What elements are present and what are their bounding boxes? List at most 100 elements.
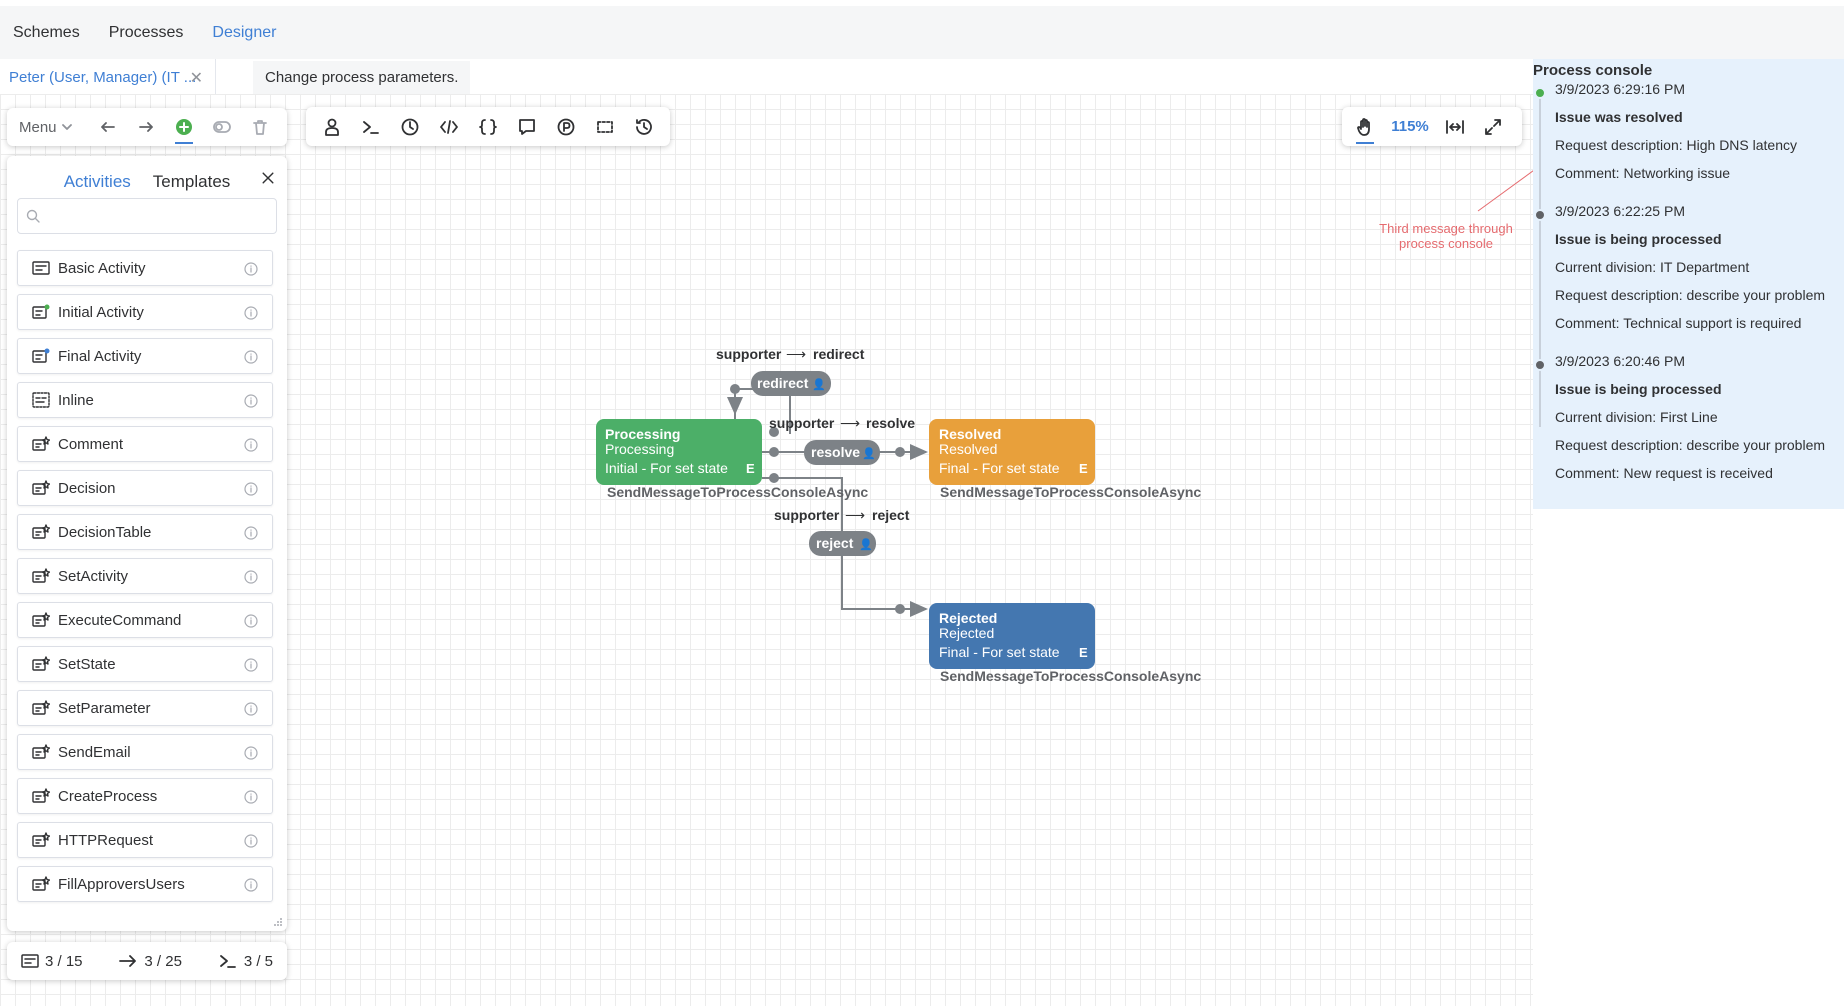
activity-item-createprocess[interactable]: CreateProcess <box>17 778 273 814</box>
timers-button[interactable] <box>391 108 429 146</box>
redo-icon <box>138 122 153 132</box>
activity-item-label: Comment <box>58 435 124 453</box>
activity-search <box>17 198 277 234</box>
actors-button[interactable] <box>313 108 351 146</box>
elements-toolbar <box>306 107 670 146</box>
undo-button[interactable] <box>89 108 127 146</box>
nav-processes[interactable]: Processes <box>108 23 184 41</box>
tab-templates[interactable]: Templates <box>152 172 231 191</box>
entry-line: Comment: Networking issue <box>1555 165 1731 181</box>
annotation-note: Third message through process console <box>1366 221 1526 251</box>
activity-item-label: CreateProcess <box>58 787 158 805</box>
localization-button[interactable] <box>508 108 546 146</box>
activity-item-httprequest[interactable]: HTTPRequest <box>17 822 273 858</box>
plugin-activity-icon <box>32 744 50 759</box>
plus-circle-icon <box>175 119 192 135</box>
entry-title: Issue is being processed <box>1555 231 1722 247</box>
entry-line: Request description: describe your probl… <box>1555 287 1826 303</box>
entry-title: Issue was resolved <box>1555 109 1683 125</box>
activity-item-label: SetActivity <box>58 567 129 585</box>
entry-line: Request description: High DNS latency <box>1555 137 1798 153</box>
status-dot <box>1534 87 1546 99</box>
info-icon[interactable] <box>244 878 258 892</box>
search-input[interactable] <box>44 199 274 233</box>
user-icon <box>324 118 339 136</box>
initial-activity-icon <box>32 304 50 319</box>
element-counters: 3 / 15 3 / 25 3 / 5 <box>7 942 287 980</box>
activity-item-final[interactable]: Final Activity <box>17 338 273 374</box>
entry-time: 3/9/2023 6:20:46 PM <box>1555 353 1685 369</box>
chevron-down-icon <box>61 124 72 130</box>
fit-width-icon <box>1446 119 1464 134</box>
info-icon[interactable] <box>244 526 258 540</box>
info-icon[interactable] <box>244 438 258 452</box>
activity-item-setparameter[interactable]: SetParameter <box>17 690 273 726</box>
activity-item-sendemail[interactable]: SendEmail <box>17 734 273 770</box>
info-icon[interactable] <box>244 570 258 584</box>
zoom-level[interactable]: 115% <box>1391 118 1429 135</box>
activity-item-setactivity[interactable]: SetActivity <box>17 558 273 594</box>
activity-item-initial[interactable]: Initial Activity <box>17 294 273 330</box>
pan-button[interactable] <box>1346 108 1384 146</box>
nav-designer[interactable]: Designer <box>212 23 277 41</box>
activity-item-setstate[interactable]: SetState <box>17 646 273 682</box>
tab-user[interactable]: Peter (User, Manager) (IT ... ✕ <box>0 59 216 95</box>
activity-item-decisiontable[interactable]: DecisionTable <box>17 514 273 550</box>
activity-item-fillapproversusers[interactable]: FillApproversUsers <box>17 866 273 902</box>
plugin-activity-icon <box>32 480 50 495</box>
activity-item-basic[interactable]: Basic Activity <box>17 250 273 286</box>
process-info-button[interactable] <box>547 108 585 146</box>
fullscreen-button[interactable] <box>1474 108 1512 146</box>
activity-item-label: ExecuteCommand <box>58 611 182 629</box>
close-panel-button[interactable] <box>257 167 279 189</box>
activity-item-comment[interactable]: Comment <box>17 426 273 462</box>
undo-icon <box>100 122 115 132</box>
delete-button[interactable] <box>241 108 279 146</box>
info-icon[interactable] <box>244 614 258 628</box>
info-icon[interactable] <box>244 834 258 848</box>
commands-button[interactable] <box>352 108 390 146</box>
info-icon[interactable] <box>244 746 258 760</box>
edit-toolbar: Menu <box>7 108 287 146</box>
info-icon[interactable] <box>244 306 258 320</box>
activity-item-inline[interactable]: Inline <box>17 382 273 418</box>
entry-line: Current division: First Line <box>1555 409 1718 425</box>
transitions-count: 3 / 25 <box>144 952 182 970</box>
redo-button[interactable] <box>127 108 165 146</box>
info-icon[interactable] <box>244 658 258 672</box>
plugin-activity-icon <box>32 656 50 671</box>
activity-item-executecommand[interactable]: ExecuteCommand <box>17 602 273 638</box>
menu-button[interactable]: Menu <box>19 119 73 136</box>
fit-width-button[interactable] <box>1436 108 1474 146</box>
inline-icon <box>32 392 50 408</box>
info-icon[interactable] <box>244 350 258 364</box>
tab-activities[interactable]: Activities <box>63 172 131 191</box>
activity-item-decision[interactable]: Decision <box>17 470 273 506</box>
history-button[interactable] <box>625 108 663 146</box>
info-icon[interactable] <box>244 482 258 496</box>
nav-schemes[interactable]: Schemes <box>13 23 80 41</box>
console-entry: 3/9/2023 6:20:46 PM Issue is being proce… <box>1533 353 1844 483</box>
activity-item-label: HTTPRequest <box>58 831 154 849</box>
select-area-button[interactable] <box>586 108 624 146</box>
activity-item-label: DecisionTable <box>58 523 152 541</box>
toggle-button[interactable] <box>203 108 241 146</box>
activities-counter: 3 / 15 <box>21 953 83 970</box>
info-icon[interactable] <box>244 394 258 408</box>
info-icon[interactable] <box>244 262 258 276</box>
close-icon[interactable]: ✕ <box>189 70 203 87</box>
add-button[interactable] <box>165 108 203 146</box>
comment-icon <box>519 118 535 135</box>
resize-handle-icon[interactable] <box>273 917 283 927</box>
toggle-icon <box>212 121 231 133</box>
code-actions-button[interactable] <box>430 108 468 146</box>
activities-panel: Activities Templates Basic Activity Init… <box>7 156 287 931</box>
plugin-activity-icon <box>32 524 50 539</box>
info-icon[interactable] <box>244 702 258 716</box>
info-icon[interactable] <box>244 790 258 804</box>
trash-icon <box>252 120 267 135</box>
activities-count: 3 / 15 <box>45 952 83 970</box>
hand-icon <box>1357 117 1370 136</box>
parameters-button[interactable] <box>469 108 507 146</box>
